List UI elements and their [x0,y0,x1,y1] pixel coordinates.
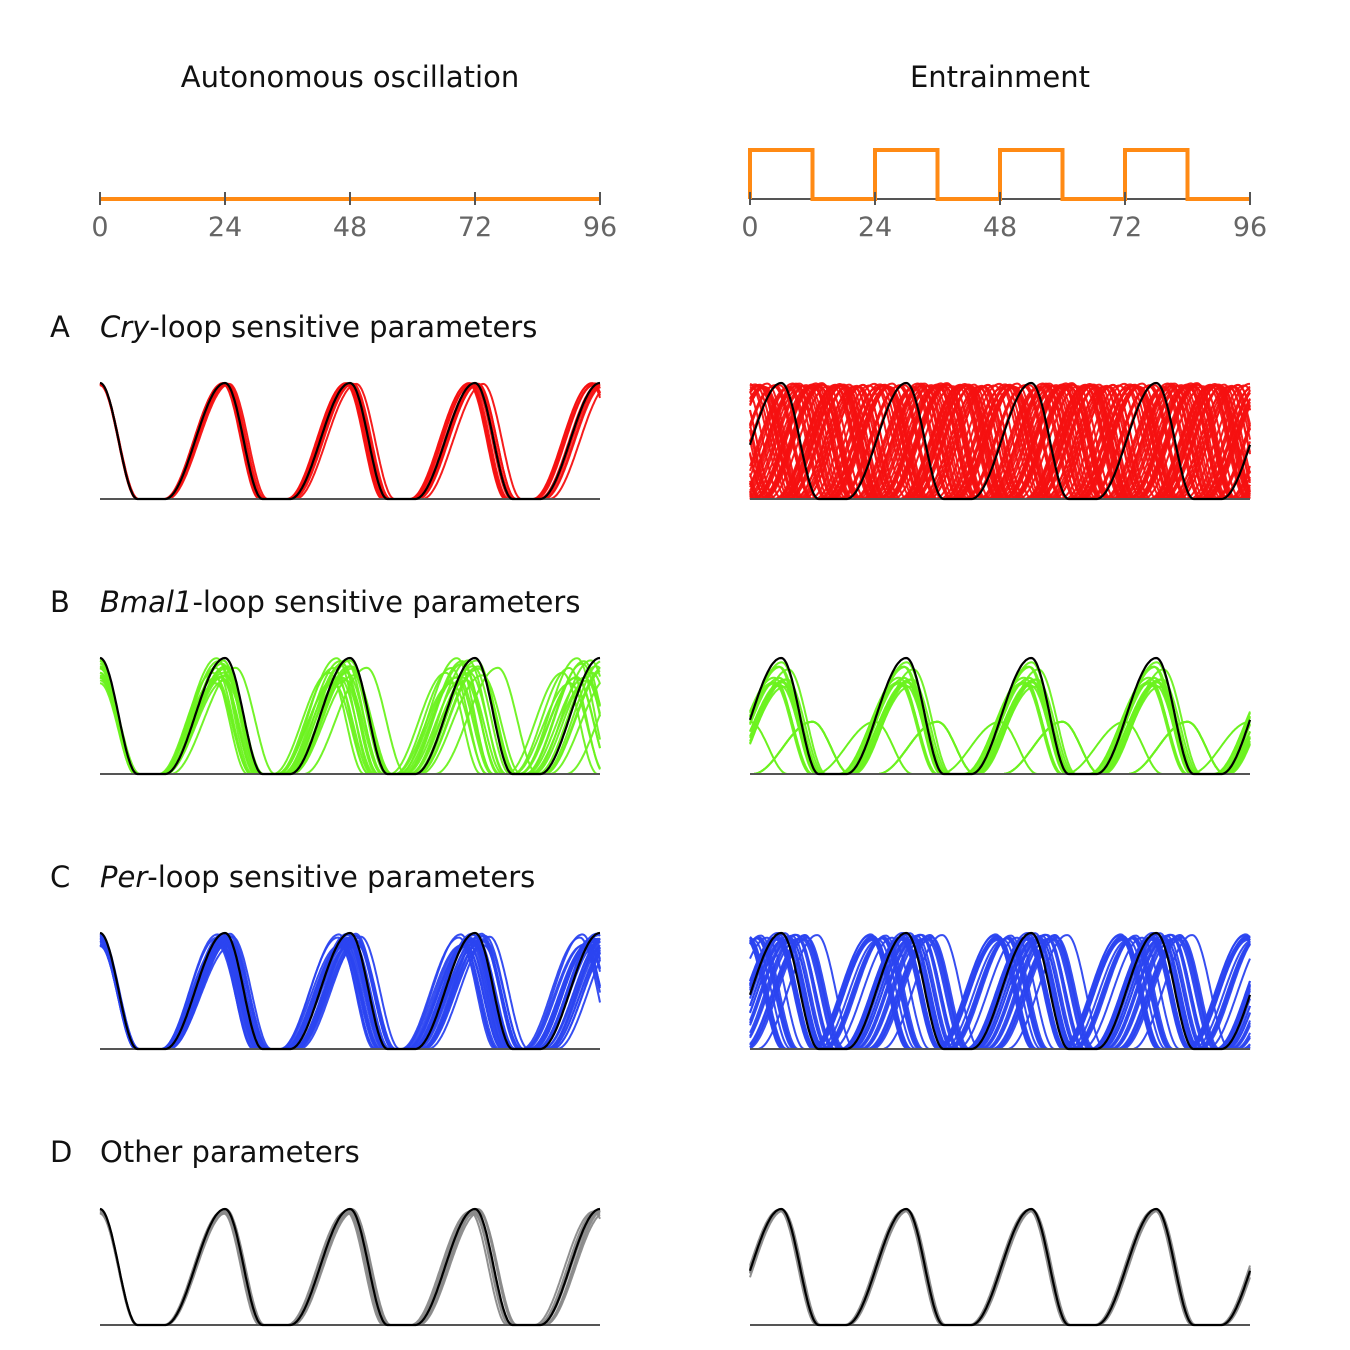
ensemble-line [749,684,1251,775]
ensemble-line [99,382,601,500]
ensemble-line [99,1208,601,1326]
column-title-entrainment: Entrainment [910,60,1090,94]
panel-title-text: Other parameters [100,1135,360,1169]
ensemble-line [749,936,1251,1050]
ensemble-line [99,382,601,500]
tick-label: 24 [858,212,892,243]
reference-line [748,1207,1252,1327]
gene-name: Cry [100,310,150,344]
ensemble-line [99,1212,601,1326]
ensemble-line [99,666,601,775]
panel-letter: B [50,585,70,619]
ensemble-line [99,383,601,500]
gene-name: Bmal1 [100,585,192,619]
panel-heading-b: B Bmal1-loop sensitive parameters [50,585,580,619]
plot-d-autonomous [99,1207,601,1327]
reference-line [748,931,1252,1051]
ensemble-line [99,1211,601,1326]
ensemble-line [99,1208,601,1326]
tick-label: 96 [583,212,617,243]
ensemble-line [99,383,601,500]
ensemble-line [99,382,601,500]
plot-b-autonomous [99,656,601,776]
tick-label: 0 [91,212,108,243]
plot-a-entrainment [748,381,1252,501]
panel-letter: D [50,1135,72,1169]
ensemble-line [99,938,601,1050]
ensemble-line [99,383,601,500]
panel-title-text: -loop sensitive parameters [147,860,535,894]
plot-a-autonomous [99,381,601,501]
ensemble-line [749,384,1251,500]
light-signal-entrainment: 0 24 48 72 96 [741,148,1267,243]
plot-c-autonomous [99,931,601,1051]
light-signal-autonomous: 0 24 48 72 96 [91,192,617,243]
ensemble-line [99,1210,601,1326]
ensemble-line [99,1209,601,1326]
tick-label: 72 [458,212,492,243]
ensemble-line [99,1211,601,1326]
ensemble-line [99,383,601,500]
ensemble-line [99,384,601,500]
ensemble-line [99,382,601,500]
tick-label: 48 [333,212,367,243]
plot-c-entrainment [748,931,1252,1051]
panel-title: Per-loop sensitive parameters [100,860,535,894]
panel-heading-a: A Cry-loop sensitive parameters [50,310,537,344]
plot-d-entrainment [748,1207,1252,1327]
panel-letter: C [50,860,70,894]
tick-label: 72 [1108,212,1142,243]
panel-title: Other parameters [100,1135,360,1169]
ensemble-line [99,1211,601,1326]
panel-title: Cry-loop sensitive parameters [100,310,537,344]
tick-label: 24 [208,212,242,243]
ensemble-line [99,932,601,1050]
reference-line [99,1207,601,1327]
ensemble-line [99,1212,601,1326]
panel-title-text: -loop sensitive parameters [149,310,537,344]
panel-title-text: -loop sensitive parameters [192,585,580,619]
reference-line [748,381,1252,501]
tick-label: 0 [741,212,758,243]
ensemble-line [99,1209,601,1326]
light-signal-steps [748,148,1250,201]
reference-line [99,381,601,501]
panel-title: Bmal1-loop sensitive parameters [100,585,580,619]
panel-heading-d: D Other parameters [50,1135,360,1169]
reference-line [99,656,601,776]
ensemble-line [749,934,1251,1050]
ensemble-line [749,382,1251,500]
panel-heading-c: C Per-loop sensitive parameters [50,860,535,894]
column-title-autonomous: Autonomous oscillation [181,60,519,94]
tick-label: 48 [983,212,1017,243]
reference-line [748,656,1252,776]
ensemble-line [99,382,601,500]
panel-letter: A [50,310,70,344]
tick-label: 96 [1233,212,1267,243]
gene-name: Per [100,860,149,894]
ensemble-line [99,383,601,500]
reference-line [99,931,601,1051]
plot-b-entrainment [748,656,1252,776]
ensemble-line [99,382,600,500]
